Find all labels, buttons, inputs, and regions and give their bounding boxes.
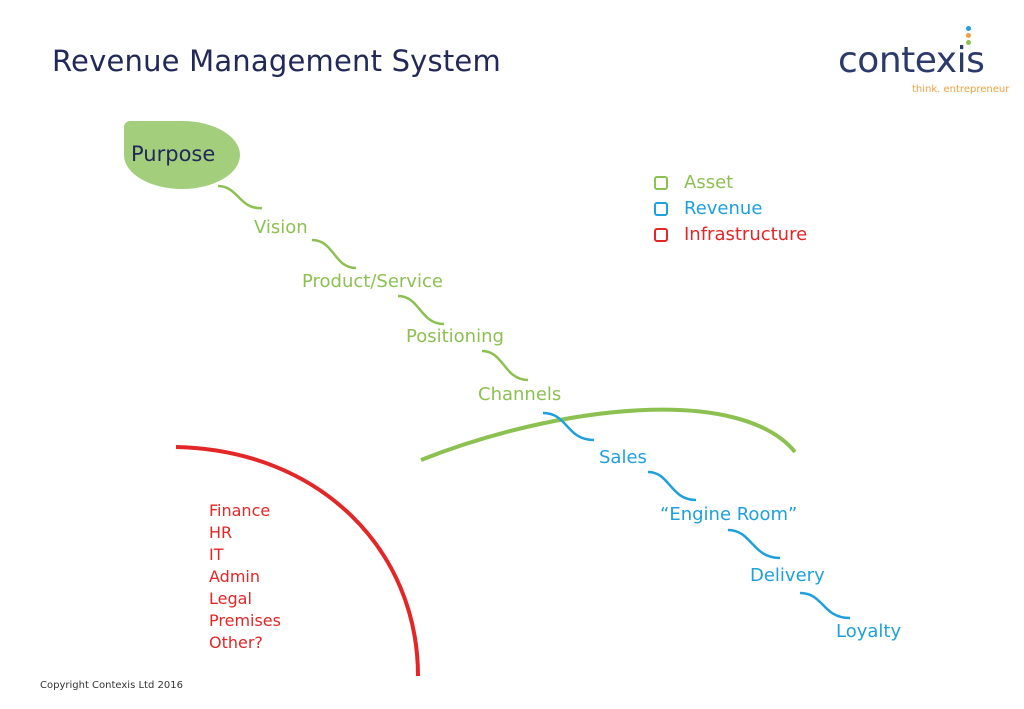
step-product-service: Product/Service (302, 271, 443, 292)
infra-item-legal: Legal (209, 589, 252, 608)
legend-swatch-revenue (654, 202, 668, 216)
legend-label-infrastructure: Infrastructure (684, 224, 808, 245)
legend-swatch-asset (654, 176, 668, 190)
infrastructure-arc (175, 445, 420, 677)
connector-sales-engineroom (647, 470, 697, 502)
legend-swatch-infrastructure (654, 228, 668, 242)
connector-purpose-vision (217, 184, 263, 210)
logo-tagline: think. entrepreneur (912, 84, 1010, 95)
connector-product-positioning (397, 294, 445, 326)
logo-dot-orange (966, 33, 971, 38)
infrastructure-list: Finance HR IT Admin Legal Premises Other… (209, 500, 281, 654)
step-sales: Sales (599, 447, 647, 468)
step-delivery: Delivery (750, 565, 825, 586)
step-engine-room: “Engine Room” (660, 504, 798, 525)
purpose-label: Purpose (131, 142, 216, 166)
infra-item-finance: Finance (209, 501, 271, 520)
connector-channels-sales (542, 411, 595, 442)
infra-item-premises: Premises (209, 611, 281, 630)
connector-positioning-channels (481, 349, 529, 382)
legend-label-revenue: Revenue (684, 198, 763, 219)
logo-dot-green (966, 40, 971, 45)
infra-item-hr: HR (209, 523, 233, 542)
asset-revenue-boundary-arc (420, 407, 797, 462)
step-positioning: Positioning (406, 326, 504, 347)
step-channels: Channels (478, 384, 562, 405)
infra-item-other: Other? (209, 633, 263, 652)
legend-label-asset: Asset (684, 172, 734, 193)
step-vision: Vision (254, 217, 308, 238)
logo-dot-blue (966, 26, 971, 31)
logo-wordmark: contexis (838, 40, 985, 81)
copyright-notice: Copyright Contexis Ltd 2016 (40, 680, 183, 691)
connector-vision-product (311, 238, 357, 270)
infra-item-it: IT (209, 545, 224, 564)
infra-item-admin: Admin (209, 567, 260, 586)
purpose-blob (124, 121, 240, 189)
connector-engineroom-delivery (727, 528, 781, 560)
step-loyalty: Loyalty (836, 621, 902, 642)
page-title: Revenue Management System (52, 44, 501, 78)
connector-delivery-loyalty (799, 591, 851, 620)
